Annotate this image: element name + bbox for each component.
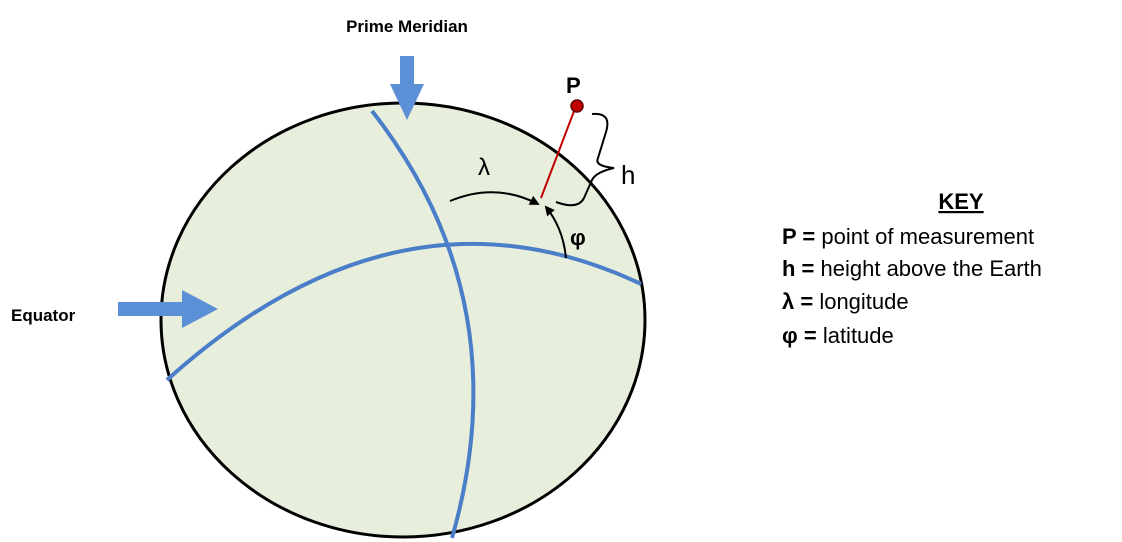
key-item-latitude: φ = latitude [782, 323, 894, 348]
latitude-arc [544, 205, 567, 259]
equator-label: Equator [11, 306, 76, 325]
key-item-symbol: φ = [782, 323, 817, 348]
key-item-longitude: λ = longitude [782, 289, 909, 314]
key-item-description: point of measurement [815, 224, 1034, 249]
key-item-height: h = height above the Earth [782, 256, 1042, 281]
key-item-description: longitude [813, 289, 908, 314]
height-brace [555, 112, 615, 207]
equator-line [165, 242, 642, 382]
key-title: KEY [938, 189, 984, 214]
earth-sphere [159, 101, 647, 539]
key-legend: KEY P = point of measurement h = height … [782, 189, 1042, 348]
point-of-measurement-marker [570, 99, 584, 113]
prime-meridian-label: Prime Meridian [346, 17, 468, 36]
key-item-description: latitude [817, 323, 894, 348]
key-item-symbol: h = [782, 256, 814, 281]
equator-pointer-icon [118, 290, 218, 328]
latitude-label: φ [570, 225, 586, 250]
key-item-symbol: P = [782, 224, 815, 249]
longitude-label: λ [478, 154, 490, 181]
point-label: P [566, 73, 581, 98]
longitude-arc [449, 191, 540, 205]
height-label: h [621, 160, 635, 190]
key-item-point: P = point of measurement [782, 224, 1034, 249]
height-line [540, 105, 577, 199]
key-item-symbol: λ = [782, 289, 813, 314]
prime-meridian-pointer-icon [390, 56, 424, 120]
prime-meridian-line [370, 109, 476, 539]
key-item-description: height above the Earth [814, 256, 1042, 281]
